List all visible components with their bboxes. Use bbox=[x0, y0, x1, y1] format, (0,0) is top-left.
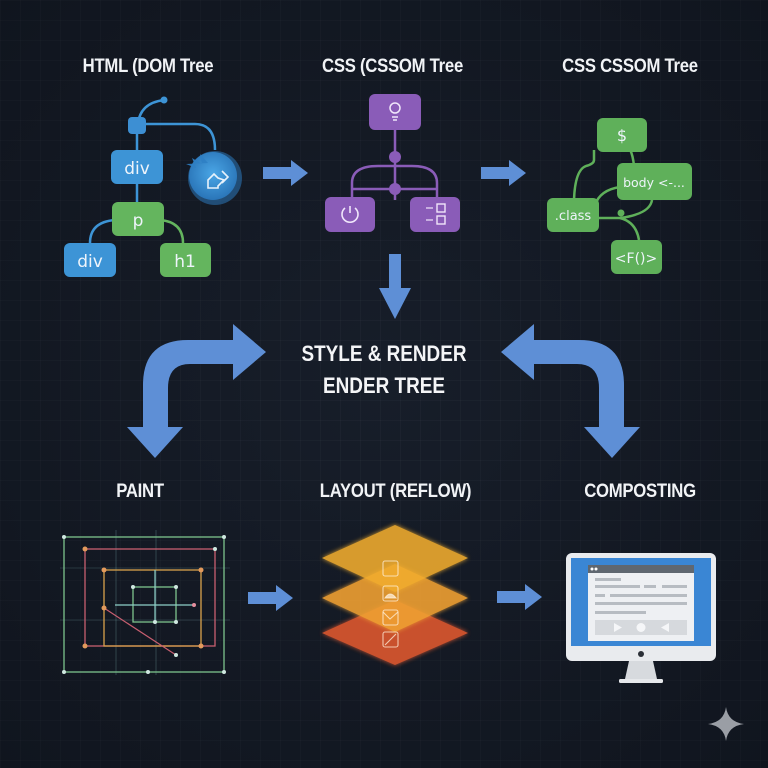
dom-tree: div p div h1 bbox=[64, 96, 242, 277]
dom-node: p bbox=[112, 202, 164, 236]
dom-node-label: div bbox=[124, 159, 150, 179]
arrow-down-icon bbox=[379, 254, 411, 319]
lightbulb-icon bbox=[389, 102, 401, 121]
cssom-tree-green: $ body <-... .class <F()> bbox=[547, 118, 692, 274]
power-icon bbox=[341, 206, 359, 223]
curved-arrow-right-icon bbox=[501, 324, 640, 458]
heading-css-cssom-2: CSS CSSOM Tree bbox=[562, 56, 698, 77]
arrow-right-icon bbox=[497, 584, 542, 610]
sparkle-icon bbox=[708, 707, 744, 741]
dom-node-label: div bbox=[77, 252, 103, 272]
heading-paint: PAINT bbox=[116, 481, 164, 502]
record-icon bbox=[636, 623, 646, 632]
cssom-tree-purple bbox=[325, 94, 460, 232]
dom-node-label: p bbox=[133, 211, 144, 231]
cssom-node: $ bbox=[597, 118, 647, 152]
cssom-node: <F()> bbox=[611, 240, 662, 274]
broken-image-icon bbox=[382, 631, 399, 648]
heading-html-dom: HTML (DOM Tree bbox=[82, 56, 214, 77]
dom-root-dot bbox=[160, 96, 168, 104]
curved-arrow-left-icon bbox=[127, 324, 266, 458]
heading-compositing: COMPOSTING bbox=[584, 481, 696, 502]
cssom-node: .class bbox=[547, 198, 599, 232]
dom-node: div bbox=[111, 150, 163, 184]
render-tree-title-line1: STYLE & RENDER bbox=[301, 341, 467, 366]
cssom-node bbox=[369, 94, 421, 130]
heading-layout: LAYOUT (REFLOW) bbox=[319, 481, 472, 502]
dom-connector bbox=[146, 122, 217, 151]
arrow-right-icon bbox=[248, 585, 293, 611]
dom-node: h1 bbox=[160, 243, 211, 277]
cssom-node-label: $ bbox=[617, 126, 627, 145]
layer-top bbox=[322, 525, 468, 592]
mail-icon bbox=[382, 609, 399, 626]
cssom-node bbox=[325, 197, 375, 232]
layout-grid-icon bbox=[426, 203, 446, 225]
paint-wireframe bbox=[60, 530, 230, 675]
cssom-node-label: body <-... bbox=[623, 175, 685, 190]
heading-css-cssom-1: CSS (CSSOM Tree bbox=[322, 56, 463, 77]
dom-node-label: h1 bbox=[174, 252, 196, 272]
arrow-right-icon bbox=[263, 160, 308, 186]
render-tree-title-line2: ENDER TREE bbox=[323, 373, 445, 398]
puzzle-icon bbox=[382, 560, 399, 577]
layout-layers bbox=[322, 525, 468, 665]
cssom-node-label: .class bbox=[555, 209, 592, 224]
play-icon bbox=[614, 623, 622, 632]
monitor-icon bbox=[566, 553, 716, 683]
dom-connector bbox=[88, 218, 116, 244]
arrow-right-icon bbox=[481, 160, 526, 186]
render-tree-title: STYLE & RENDER ENDER TREE bbox=[255, 338, 513, 402]
image-icon bbox=[382, 585, 399, 602]
cssom-node bbox=[410, 197, 460, 232]
code-arrow-icon bbox=[186, 151, 242, 205]
dom-node: div bbox=[64, 243, 116, 277]
cssom-node: body <-... bbox=[617, 163, 692, 200]
dom-root-node bbox=[128, 117, 146, 134]
cssom-node-label: <F()> bbox=[615, 251, 657, 267]
back-icon bbox=[661, 623, 669, 632]
